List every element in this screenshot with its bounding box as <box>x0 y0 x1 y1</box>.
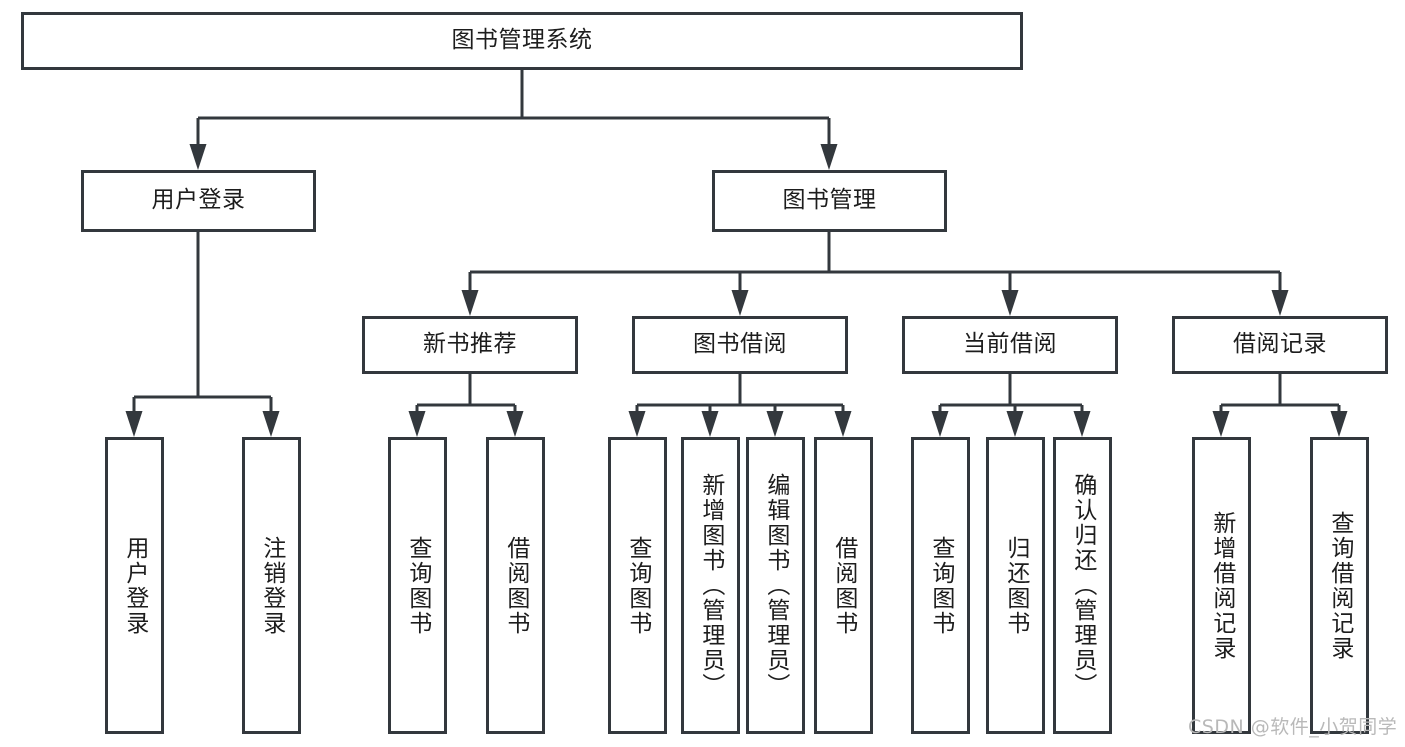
node-level1-1[interactable] <box>712 170 947 232</box>
node-level2-0[interactable] <box>362 316 578 374</box>
node-leaf-1[interactable] <box>242 437 301 734</box>
node-root[interactable] <box>21 12 1023 70</box>
node-leaf-0-box[interactable] <box>105 437 164 734</box>
node-leaf-1-box[interactable] <box>242 437 301 734</box>
node-leaf-3-box[interactable] <box>486 437 545 734</box>
connector-root-to-level1 <box>189 70 838 170</box>
node-level2-3-box[interactable] <box>1172 316 1388 374</box>
node-leaf-9-box[interactable] <box>986 437 1045 734</box>
connector-new-book-to-leaves <box>408 374 524 437</box>
node-level2-1[interactable] <box>632 316 848 374</box>
connector-book-manage-to-level2 <box>461 232 1289 316</box>
node-leaf-8[interactable] <box>911 437 970 734</box>
node-level2-2-box[interactable] <box>902 316 1118 374</box>
node-level2-1-box[interactable] <box>632 316 848 374</box>
node-leaf-10[interactable] <box>1053 437 1112 734</box>
node-leaf-7-box[interactable] <box>814 437 873 734</box>
node-leaf-2-box[interactable] <box>388 437 447 734</box>
node-leaf-5[interactable] <box>681 437 740 734</box>
node-level2-3[interactable] <box>1172 316 1388 374</box>
connector-user-login-to-leaves <box>125 232 280 437</box>
node-leaf-8-box[interactable] <box>911 437 970 734</box>
node-leaf-10-box[interactable] <box>1053 437 1112 734</box>
node-leaf-12-box[interactable] <box>1310 437 1369 734</box>
node-level1-0-box[interactable] <box>81 170 316 232</box>
node-leaf-7[interactable] <box>814 437 873 734</box>
connector-borrow-record-to-leaves <box>1212 374 1348 437</box>
node-leaf-4[interactable] <box>608 437 667 734</box>
node-leaf-5-box[interactable] <box>681 437 740 734</box>
connector-current-borrow-to-leaves <box>931 374 1091 437</box>
node-leaf-3[interactable] <box>486 437 545 734</box>
node-leaf-4-box[interactable] <box>608 437 667 734</box>
node-leaf-6[interactable] <box>746 437 805 734</box>
node-level1-0[interactable] <box>81 170 316 232</box>
node-leaf-9[interactable] <box>986 437 1045 734</box>
node-root-box[interactable] <box>21 12 1023 70</box>
node-level1-1-box[interactable] <box>712 170 947 232</box>
watermark-label: CSDN @软件_小贺同学 <box>1188 716 1398 738</box>
node-leaf-11[interactable] <box>1192 437 1251 734</box>
node-leaf-11-box[interactable] <box>1192 437 1251 734</box>
node-level2-0-box[interactable] <box>362 316 578 374</box>
node-leaf-2[interactable] <box>388 437 447 734</box>
node-leaf-6-box[interactable] <box>746 437 805 734</box>
connector-borrow-to-leaves <box>628 374 852 437</box>
node-leaf-12[interactable] <box>1310 437 1369 734</box>
node-level2-2[interactable] <box>902 316 1118 374</box>
node-leaf-0[interactable] <box>105 437 164 734</box>
